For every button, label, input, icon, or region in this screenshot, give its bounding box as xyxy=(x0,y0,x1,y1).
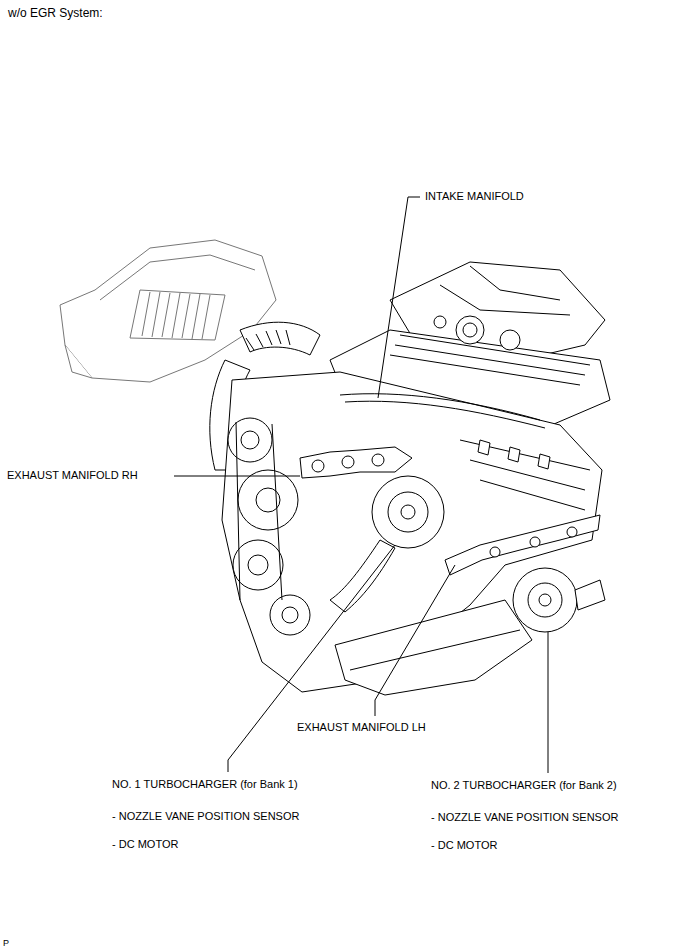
turbocharger xyxy=(330,540,395,612)
intake-duct xyxy=(240,322,320,355)
exhaust-manifold-rh xyxy=(312,460,324,472)
intake-duct xyxy=(246,330,290,350)
air-cleaner xyxy=(60,240,276,382)
turbocharger xyxy=(575,580,605,610)
exhaust-manifold-rh xyxy=(372,454,384,466)
cylinder-head-cover xyxy=(456,316,484,344)
part-label: EXHAUST MANIFOLD LH xyxy=(296,721,427,734)
part-label: - NOZZLE VANE POSITION SENSOR xyxy=(430,811,619,824)
turbocharger xyxy=(372,476,444,548)
exhaust-manifold-rh xyxy=(300,447,412,478)
exhaust-manifold-lh xyxy=(567,527,577,537)
pulley xyxy=(233,540,283,590)
turbocharger xyxy=(513,568,577,632)
wire-harness xyxy=(345,401,545,428)
air-cleaner xyxy=(60,240,276,382)
turbocharger xyxy=(528,583,562,617)
leader-line xyxy=(378,197,420,398)
section-heading: w/o EGR System: xyxy=(7,7,104,20)
leader-line xyxy=(375,565,455,716)
exhaust-manifold-lh xyxy=(530,537,540,547)
oil-pan xyxy=(335,600,532,695)
turbocharger xyxy=(401,505,415,519)
cylinder-head-cover xyxy=(463,323,477,337)
exhaust-manifold-lh xyxy=(445,515,600,575)
engine-block xyxy=(478,440,550,469)
cylinder-head-cover xyxy=(440,266,570,315)
exhaust-manifold-rh xyxy=(342,456,354,468)
engine-drawing xyxy=(60,240,610,695)
pulley xyxy=(241,431,259,449)
turbocharger xyxy=(513,568,605,632)
turbocharger xyxy=(330,476,444,612)
pulley xyxy=(270,595,310,635)
oil-pan xyxy=(335,600,532,695)
pulley xyxy=(238,470,298,530)
turbocharger xyxy=(539,594,551,606)
part-label: NO. 1 TURBOCHARGER (for Bank 1) xyxy=(111,778,299,791)
part-label: - NOZZLE VANE POSITION SENSOR xyxy=(111,810,300,823)
pulley xyxy=(282,607,298,623)
turbocharger xyxy=(388,492,428,532)
part-label: - DC MOTOR xyxy=(111,838,179,851)
cylinder-head-cover xyxy=(390,335,590,385)
oil-pan xyxy=(350,630,520,670)
part-label: INTAKE MANIFOLD xyxy=(424,190,525,203)
pulley xyxy=(236,422,282,600)
part-label: - DC MOTOR xyxy=(430,839,498,852)
exhaust-manifold-lh xyxy=(490,547,500,557)
engine-block xyxy=(460,440,590,510)
wire-harness xyxy=(340,394,540,420)
leader-line xyxy=(174,476,300,477)
pulley xyxy=(248,555,268,575)
air-cleaner xyxy=(142,292,210,339)
part-label: NO. 2 TURBOCHARGER (for Bank 2) xyxy=(430,779,618,792)
part-label: EXHAUST MANIFOLD RH xyxy=(6,469,139,482)
pulley xyxy=(228,418,272,462)
leader-line xyxy=(174,197,548,773)
cylinder-head-cover xyxy=(500,330,520,350)
pulley xyxy=(228,418,310,635)
figure-code: P xyxy=(2,937,10,949)
exhaust-manifold-lh xyxy=(445,515,600,575)
leader-line xyxy=(548,632,549,773)
leader-line xyxy=(228,545,395,772)
cylinder-head-cover xyxy=(434,316,446,328)
air-cleaner xyxy=(65,345,92,378)
wire-harness xyxy=(340,394,545,428)
exhaust-manifold-rh xyxy=(300,447,412,478)
air-cleaner xyxy=(130,290,225,340)
